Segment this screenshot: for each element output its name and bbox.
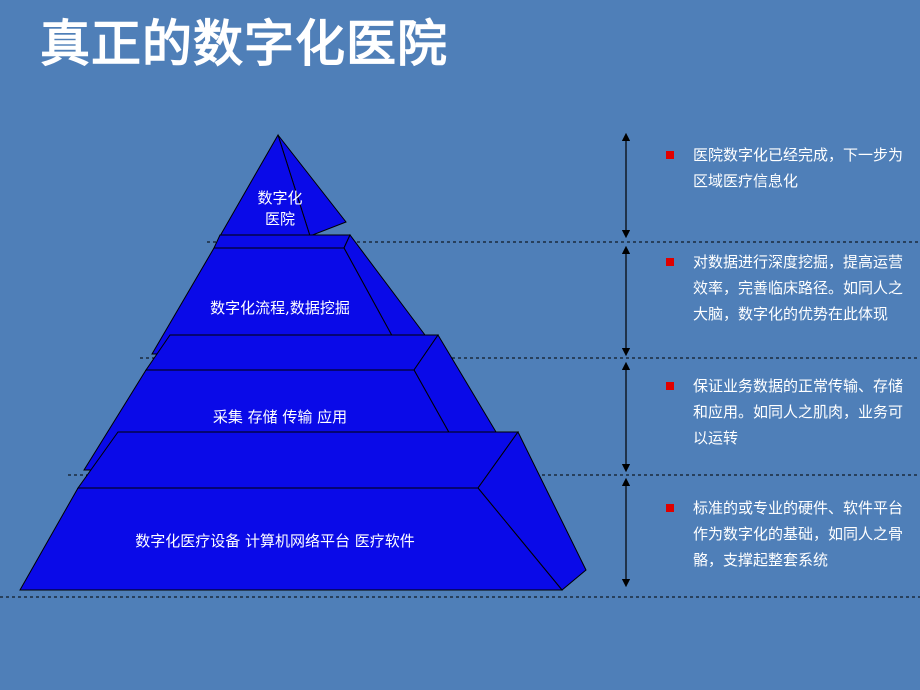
tier-top-face (213, 234, 351, 249)
tier-top-face (145, 334, 439, 371)
square-bullet-icon (666, 258, 674, 266)
tier-front-face (19, 487, 564, 591)
description-text: 标准的或专业的硬件、软件平台作为数字化的基础，如同人之骨骼，支撑起整套系统 (693, 499, 904, 569)
description-item: 保证业务数据的正常传输、存储和应用。如同人之肌肉，业务可以运转 (666, 373, 915, 451)
tier-label-data: 采集 存储 传输 应用 (212, 408, 348, 426)
tier-label-process: 数字化流程,数据挖掘 (210, 299, 350, 317)
tier-label-apex: 数字化 医院 (257, 189, 303, 228)
tier-label-foundation: 数字化医疗设备 计算机网络平台 医疗软件 (135, 532, 415, 550)
pyramid-tier-process (151, 234, 426, 355)
tier-top-face (77, 431, 519, 489)
square-bullet-icon (666, 151, 674, 159)
pyramid-tier-foundation (19, 431, 587, 591)
description-item: 医院数字化已经完成，下一步为区域医疗信息化 (666, 142, 915, 194)
description-text: 医院数字化已经完成，下一步为区域医疗信息化 (693, 146, 904, 190)
description-text: 保证业务数据的正常传输、存储和应用。如同人之肌肉，业务可以运转 (693, 377, 904, 447)
description-item: 对数据进行深度挖掘，提高运营效率，完善临床路径。如同人之大脑，数字化的优势在此体… (666, 249, 915, 327)
square-bullet-icon (666, 382, 674, 390)
description-item: 标准的或专业的硬件、软件平台作为数字化的基础，如同人之骨骼，支撑起整套系统 (666, 495, 915, 573)
description-text: 对数据进行深度挖掘，提高运营效率，完善临床路径。如同人之大脑，数字化的优势在此体… (693, 253, 904, 323)
square-bullet-icon (666, 504, 674, 512)
slide-title: 真正的数字化医院 (40, 15, 448, 73)
